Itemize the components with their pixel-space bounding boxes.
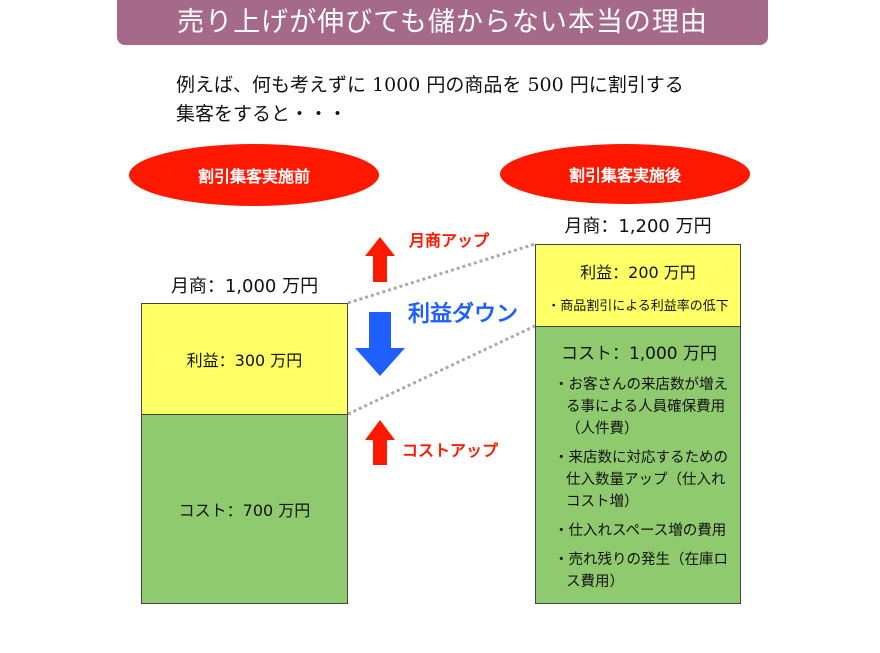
profit-down-label: 利益ダウン — [408, 302, 519, 327]
cost-up-label: コストアップ — [402, 441, 499, 460]
intro-line-2: 集客をすると・・・ — [176, 103, 348, 125]
cost-item: ・来店数に対応するための仕入数量アップ（仕入れコスト増） — [554, 450, 728, 510]
cost-item: ・お客さんの来店数が増える事による人員確保費用（人件費） — [554, 377, 728, 437]
cost-item: ・売れ残りの発生（在庫ロス費用） — [554, 552, 728, 590]
after-sales: 月商：1,200 万円 — [564, 216, 712, 237]
after-cost: コスト：1,000 万円 — [560, 344, 718, 364]
before-cost-block: コスト：700 万円 — [141, 414, 348, 604]
cost-item: ・仕入れスペース増の費用 — [554, 523, 727, 539]
before-header: 割引集客実施前 — [129, 144, 379, 206]
before-cost: コスト：700 万円 — [178, 501, 311, 520]
after-cost-block: コスト：1,000 万円 ・お客さんの来店数が増える事による人員確保費用（人件費… — [535, 326, 741, 604]
sales-up-arrow-icon — [365, 237, 395, 282]
after-header: 割引集客実施後 — [500, 144, 750, 204]
after-profit-note: ・商品割引による利益率の低下 — [547, 299, 729, 314]
sales-up-label: 月商アップ — [409, 231, 490, 250]
before-sales: 月商：1,000 万円 — [170, 276, 319, 297]
intro-line-1: 例えば、何も考えずに 1000 円の商品を 500 円に割引する — [176, 74, 684, 96]
profit-down-arrow-icon — [355, 312, 405, 376]
cost-up-arrow-icon — [365, 420, 395, 465]
before-profit: 利益：300 万円 — [186, 351, 303, 370]
after-profit-block: 利益：200 万円 ・商品割引による利益率の低下 — [535, 244, 741, 327]
sales-dotted-line — [347, 242, 536, 305]
after-profit: 利益：200 万円 — [580, 263, 696, 282]
profit-dotted-line — [347, 324, 536, 416]
before-profit-block: 利益：300 万円 — [141, 303, 348, 415]
page-title: 売り上げが伸びても儲からない本当の理由 — [117, 0, 768, 45]
